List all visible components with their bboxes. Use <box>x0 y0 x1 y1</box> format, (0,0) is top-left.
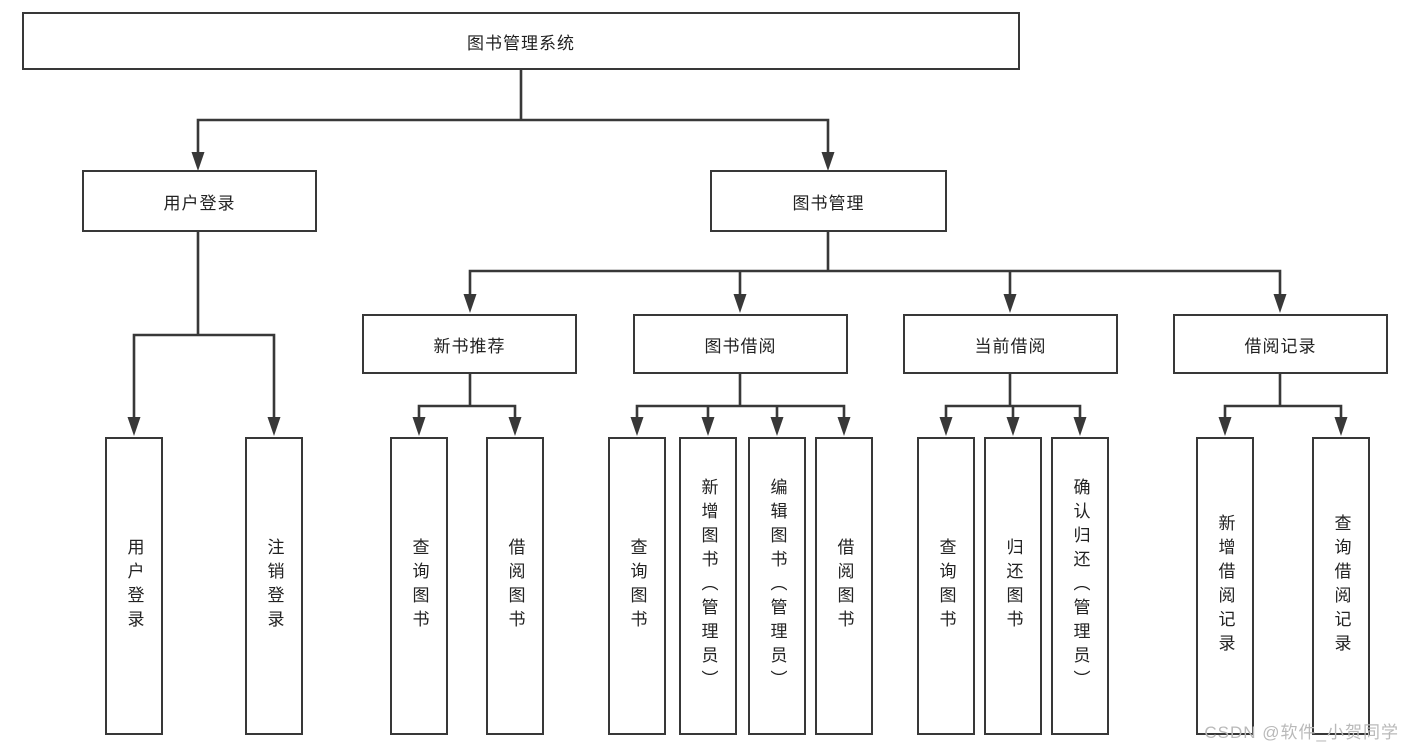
leaf-borrow-edit-books-admin-label: 编辑图书（管理员） <box>767 478 787 694</box>
node-book-borrow: 图书借阅 <box>633 314 848 374</box>
leaf-logout-label: 注销登录 <box>264 538 284 634</box>
leaf-recommend-query-books: 查询图书 <box>390 437 448 735</box>
connector-new-book-recommend <box>417 374 517 419</box>
arrow-down-icon <box>508 417 522 436</box>
leaf-current-query-books-label: 查询图书 <box>936 538 956 634</box>
leaf-current-confirm-return-admin: 确认归还（管理员） <box>1051 437 1109 735</box>
arrow-down-icon <box>701 417 715 436</box>
leaf-borrow-borrow-books-label: 借阅图书 <box>834 538 854 634</box>
arrow-down-icon <box>1006 417 1020 436</box>
leaf-borrow-add-books-admin: 新增图书（管理员） <box>679 437 737 735</box>
leaf-user-login: 用户登录 <box>105 437 163 735</box>
arrow-down-icon <box>1273 294 1287 313</box>
arrow-down-icon <box>770 417 784 436</box>
arrow-down-icon <box>821 152 835 171</box>
leaf-records-query-borrow-record: 查询借阅记录 <box>1312 437 1370 735</box>
leaf-borrow-edit-books-admin: 编辑图书（管理员） <box>748 437 806 735</box>
leaf-records-add-borrow-record-label: 新增借阅记录 <box>1215 514 1235 658</box>
csdn-watermark: CSDN @软件_小贺同学 <box>1204 723 1399 742</box>
node-book-management: 图书管理 <box>710 170 947 232</box>
connector-current-borrow <box>944 374 1082 419</box>
leaf-borrow-query-books-label: 查询图书 <box>627 538 647 634</box>
node-user-login: 用户登录 <box>82 170 317 232</box>
arrow-down-icon <box>463 294 477 313</box>
node-new-book-recommend: 新书推荐 <box>362 314 577 374</box>
arrow-down-icon <box>1218 417 1232 436</box>
connector-root <box>196 70 830 154</box>
leaf-current-return-books-label: 归还图书 <box>1003 538 1023 634</box>
leaf-current-confirm-return-admin-label: 确认归还（管理员） <box>1070 478 1090 694</box>
arrow-down-icon <box>412 417 426 436</box>
leaf-borrow-borrow-books: 借阅图书 <box>815 437 873 735</box>
connector-user-login <box>132 232 276 419</box>
arrow-down-icon <box>267 417 281 436</box>
leaf-user-login-label: 用户登录 <box>124 538 144 634</box>
connector-book-borrow <box>635 374 846 419</box>
leaf-borrow-add-books-admin-label: 新增图书（管理员） <box>698 478 718 694</box>
leaf-borrow-query-books: 查询图书 <box>608 437 666 735</box>
arrow-down-icon <box>939 417 953 436</box>
arrow-down-icon <box>1334 417 1348 436</box>
connector-borrow-records <box>1223 374 1343 419</box>
leaf-current-return-books: 归还图书 <box>984 437 1042 735</box>
arrow-down-icon <box>1003 294 1017 313</box>
leaf-records-add-borrow-record: 新增借阅记录 <box>1196 437 1254 735</box>
node-current-borrow: 当前借阅 <box>903 314 1118 374</box>
leaf-recommend-query-books-label: 查询图书 <box>409 538 429 634</box>
connector-book-management <box>468 232 1282 296</box>
leaf-current-query-books: 查询图书 <box>917 437 975 735</box>
leaf-logout: 注销登录 <box>245 437 303 735</box>
node-borrow-records: 借阅记录 <box>1173 314 1388 374</box>
leaf-records-query-borrow-record-label: 查询借阅记录 <box>1331 514 1351 658</box>
arrow-down-icon <box>191 152 205 171</box>
arrow-down-icon <box>1073 417 1087 436</box>
leaf-recommend-borrow-books-label: 借阅图书 <box>505 538 525 634</box>
node-root: 图书管理系统 <box>22 12 1020 70</box>
arrow-down-icon <box>837 417 851 436</box>
arrow-down-icon <box>630 417 644 436</box>
arrow-down-icon <box>127 417 141 436</box>
arrow-down-icon <box>733 294 747 313</box>
leaf-recommend-borrow-books: 借阅图书 <box>486 437 544 735</box>
